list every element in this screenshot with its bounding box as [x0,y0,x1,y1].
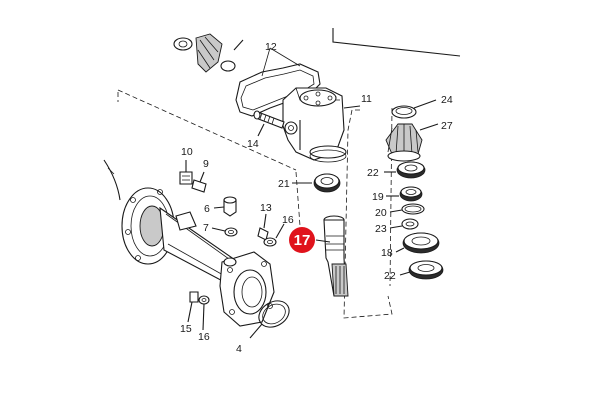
bolt-14 [253,110,285,137]
part-labels: 12 11 24 27 14 10 9 22 21 19 20 23 6 13 … [180,41,453,355]
label-24: 24 [441,94,453,106]
label-27: 27 [441,120,453,132]
label-15: 15 [180,323,192,335]
label-22-bottom: 22 [384,270,396,282]
label-11: 11 [361,93,372,105]
bolt-15-washer-16 [187,291,210,331]
label-6: 6 [204,203,210,215]
corner-frame [332,28,461,57]
label-13: 13 [260,202,272,214]
label-7: 7 [203,222,209,234]
label-19: 19 [372,191,384,203]
highlight-marker-17[interactable]: 17 [289,227,315,253]
label-23: 23 [375,223,387,235]
label-16-top: 16 [282,214,294,226]
label-22-top: 22 [367,167,379,179]
label-10: 10 [181,146,193,158]
label-16-bottom: 16 [198,331,210,343]
nut-10-bolt-9 [179,160,207,193]
highlight-circle [289,227,315,253]
label-18: 18 [381,247,393,259]
bearing-21 [292,173,341,193]
label-21: 21 [278,178,290,190]
valve-housing-11 [282,87,361,163]
label-4: 4 [236,343,242,355]
right-parts-stack [384,99,444,280]
label-14: 14 [247,138,259,150]
leader-lines [117,89,393,319]
label-12: 12 [265,41,277,53]
label-20: 20 [375,207,387,219]
plug-6-washer-7 [211,196,238,237]
label-9: 9 [203,158,209,170]
bolt-13-washer-16 [257,213,285,247]
o-ring-4 [249,300,290,339]
highlight-label: 17 [294,232,311,249]
axle-housing [103,92,301,327]
top-gear-cluster [173,33,244,73]
shaft-17 [315,215,349,297]
